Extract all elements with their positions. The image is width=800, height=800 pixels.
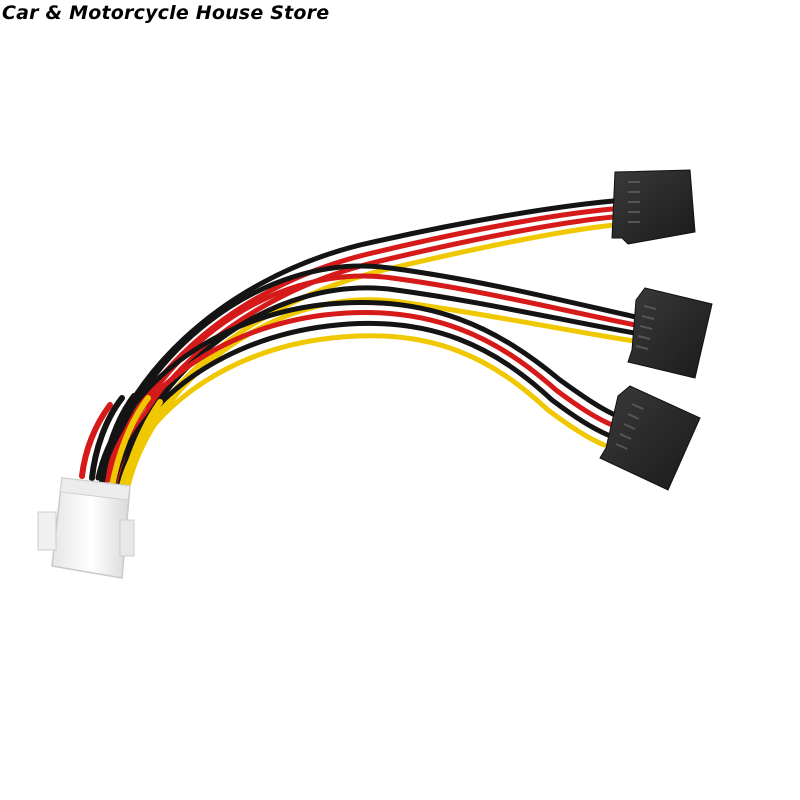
molex-connector [37,477,135,579]
sata-connector-bottom [599,385,701,491]
wire-bundle-middle [101,263,643,489]
store-name-watermark: Car & Motorcycle House Store [2,2,330,24]
molex-wire-entry [79,393,163,493]
sata-connector-middle [627,287,713,379]
wire-bundle-top [97,197,628,487]
sata-connector-top [611,169,696,245]
